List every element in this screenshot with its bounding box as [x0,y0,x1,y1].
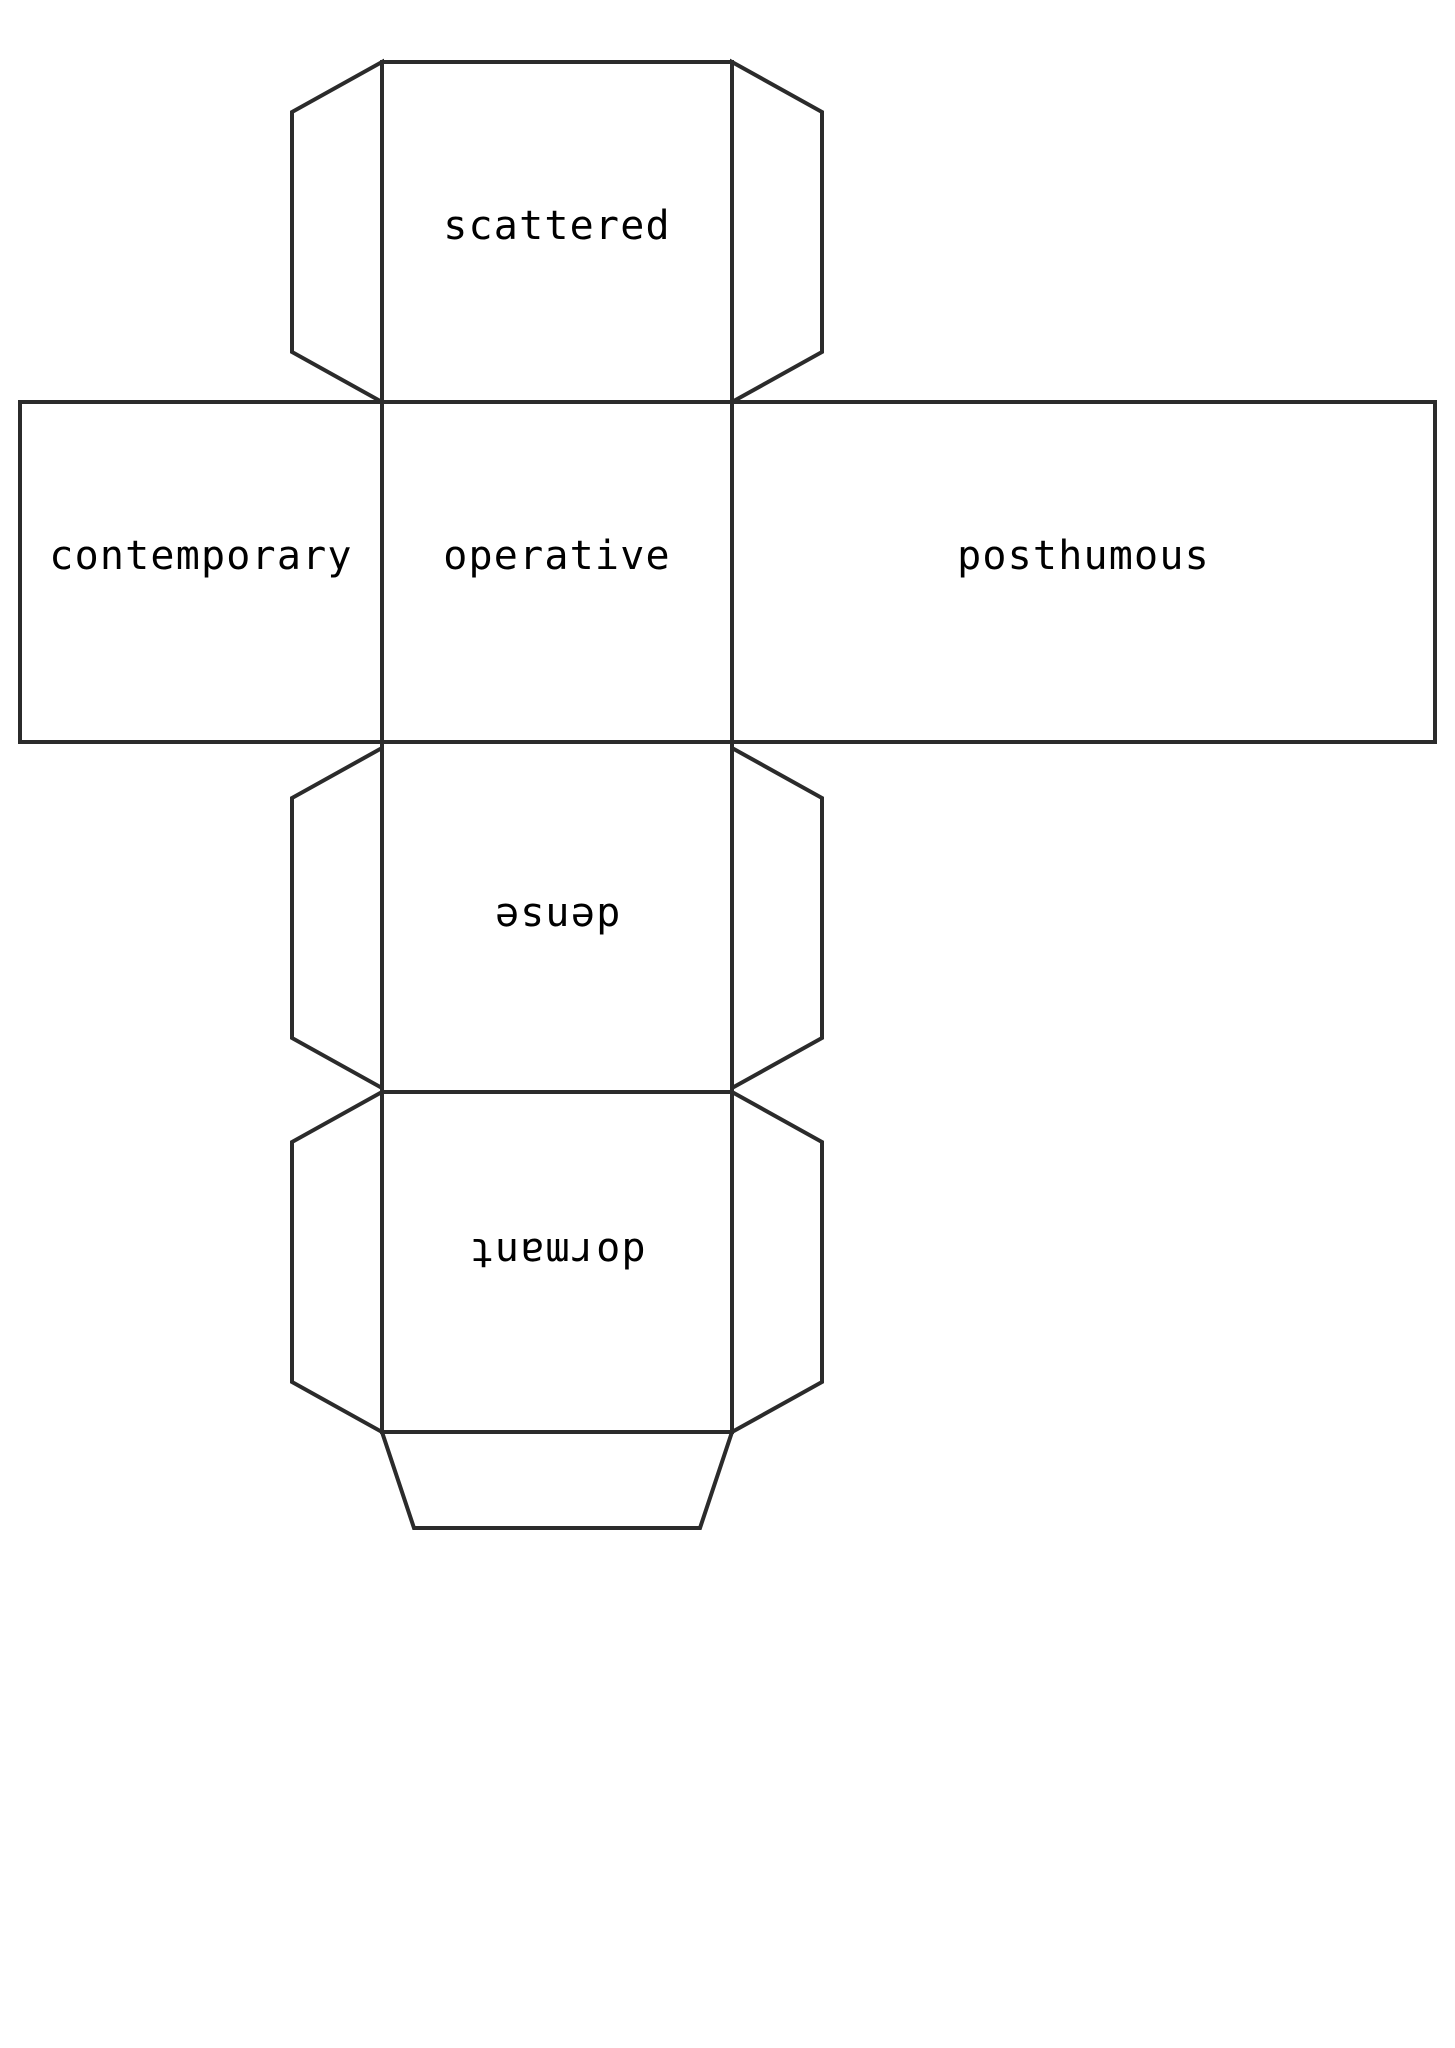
tab-dense-left [290,744,384,1092]
tab-top-right [730,58,824,406]
face-front-operative [380,400,734,744]
glue-flap-bottom [379,1430,735,1530]
tab-top-left [290,58,384,406]
face-label-dormant: dormant [468,1229,646,1275]
tab-dense-right [730,744,824,1092]
face-label-scattered: scattered [443,203,671,249]
face-bottom-dense [380,740,734,1094]
face-label-posthumous: posthumous [957,533,1210,579]
face-top-scattered [380,60,734,404]
face-back-dormant [380,1090,734,1434]
face-right-posthumous [730,400,1437,744]
face-label-contemporary: contemporary [49,533,353,579]
tab-dormant-left [290,1088,384,1436]
face-label-dense: dense [493,894,621,940]
tab-dormant-right [730,1088,824,1436]
face-left-contemporary [18,400,384,744]
face-label-operative: operative [443,533,671,579]
